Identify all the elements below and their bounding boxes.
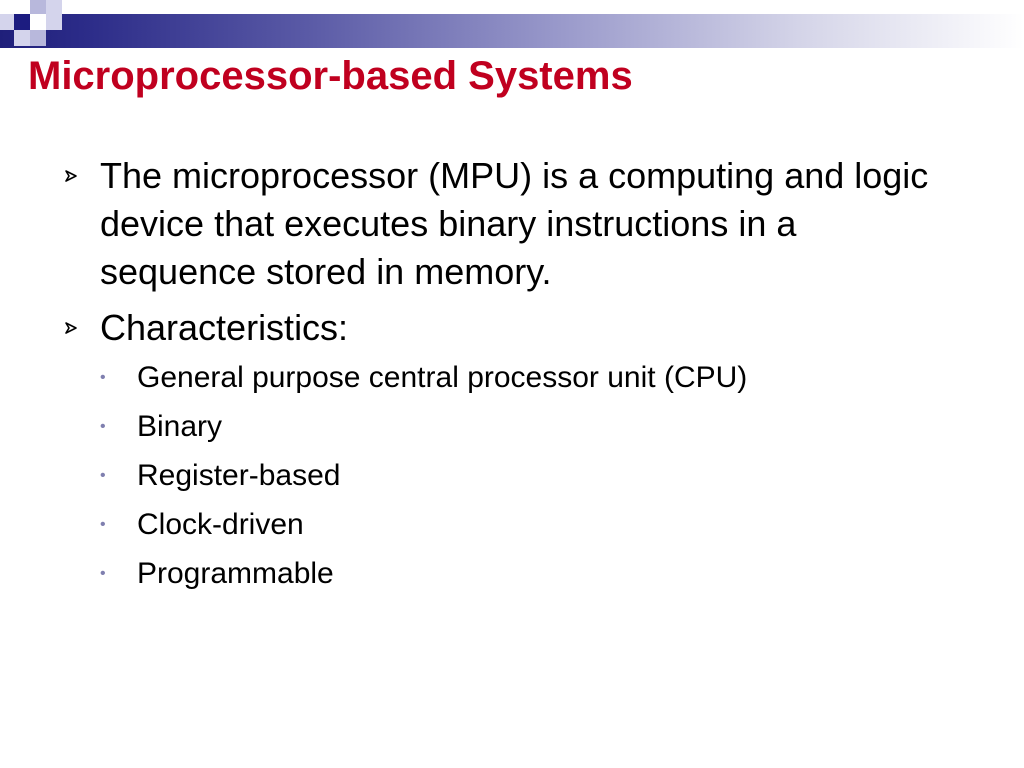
bullet-item: The microprocessor (MPU) is a computing … [60,152,960,296]
sub-bullet-text: General purpose central processor unit (… [137,361,748,394]
arrow-head-icon [65,170,77,182]
sub-bullet-item: • Binary [60,409,960,445]
square-pattern-icon [0,0,62,46]
slide-title: Microprocessor-based Systems [28,54,633,98]
sub-bullet-text: Programmable [137,557,334,590]
sub-bullet-item: • Clock-driven [60,507,960,543]
sub-bullet-dot: • [100,516,106,533]
sub-bullet-dot: • [100,565,106,582]
sub-bullet-text: Clock-driven [137,508,304,541]
sub-bullet-text: Register-based [137,459,341,492]
bullet-text: Characteristics: [100,307,349,348]
arrow-head-icon [65,322,77,334]
bullet-item: Characteristics: [60,304,960,352]
slide-content: The microprocessor (MPU) is a computing … [60,152,960,605]
header-gradient-bar [0,14,1024,48]
sub-bullet-dot: • [100,369,106,386]
sub-bullet-dot: • [100,467,106,484]
sub-bullet-text: Binary [137,410,223,443]
sub-bullet-item: • Programmable [60,556,960,592]
sub-bullet-list: • General purpose central processor unit… [60,360,960,592]
sub-bullet-item: • General purpose central processor unit… [60,360,960,396]
sub-bullet-item: • Register-based [60,458,960,494]
sub-bullet-dot: • [100,418,106,435]
bullet-text: The microprocessor (MPU) is a computing … [100,155,929,292]
